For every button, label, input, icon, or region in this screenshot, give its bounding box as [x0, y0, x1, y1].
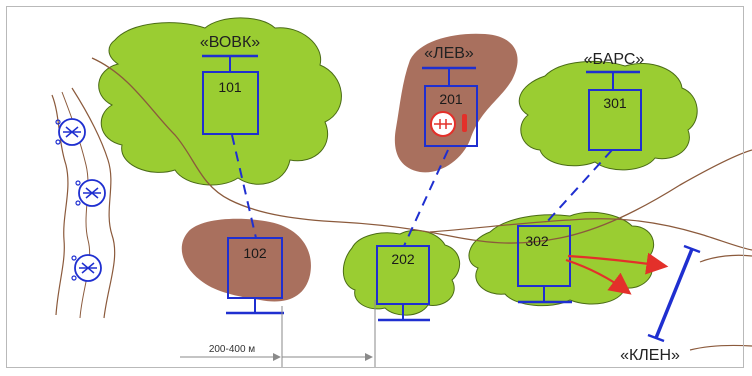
- river-line: [91, 57, 752, 244]
- vehicle-icon: [430, 111, 467, 137]
- unit-position-101[interactable]: 101: [202, 54, 259, 135]
- forest-bars: [518, 60, 698, 171]
- river-line-lower: [429, 218, 752, 251]
- terrain-patch-102: [181, 218, 311, 302]
- link-201-202: [403, 149, 449, 247]
- forest-vovk: [98, 17, 342, 186]
- position-label-102: 102: [243, 245, 267, 261]
- scale-label: 200-400 м: [209, 344, 255, 355]
- forest-202: [342, 230, 461, 316]
- scale-bar: 200-400 м: [180, 300, 376, 368]
- unit-position-102[interactable]: 102: [226, 237, 284, 315]
- position-label-101: 101: [218, 79, 242, 95]
- vehicle-icon-2: [75, 179, 106, 207]
- river-line-bottom-right: [689, 344, 752, 351]
- position-label-302: 302: [525, 233, 549, 249]
- stream-bank-right: [71, 87, 116, 319]
- vehicle-icon-1: [55, 118, 86, 146]
- boundary-line-klen: [647, 244, 701, 343]
- position-label-202: 202: [391, 251, 415, 267]
- callsign-klen: «КЛЕН»: [620, 347, 680, 364]
- fire-arrow-lower: [565, 258, 632, 295]
- callsign-bars: «БАРС»: [584, 51, 645, 68]
- position-label-201: 201: [439, 91, 463, 107]
- callsign-lev: «ЛЕВ»: [424, 45, 474, 62]
- unit-position-301[interactable]: 301: [586, 70, 642, 151]
- river-line-right: [699, 254, 752, 263]
- callsign-vovk: «ВОВК»: [200, 34, 260, 51]
- unit-position-201[interactable]: 201: [422, 66, 478, 147]
- position-label-301: 301: [603, 95, 627, 111]
- link-101-102: [231, 134, 257, 239]
- unit-position-202[interactable]: 202: [376, 245, 430, 322]
- vehicle-icon-3: [71, 254, 102, 282]
- fire-arrow-upper: [567, 252, 669, 275]
